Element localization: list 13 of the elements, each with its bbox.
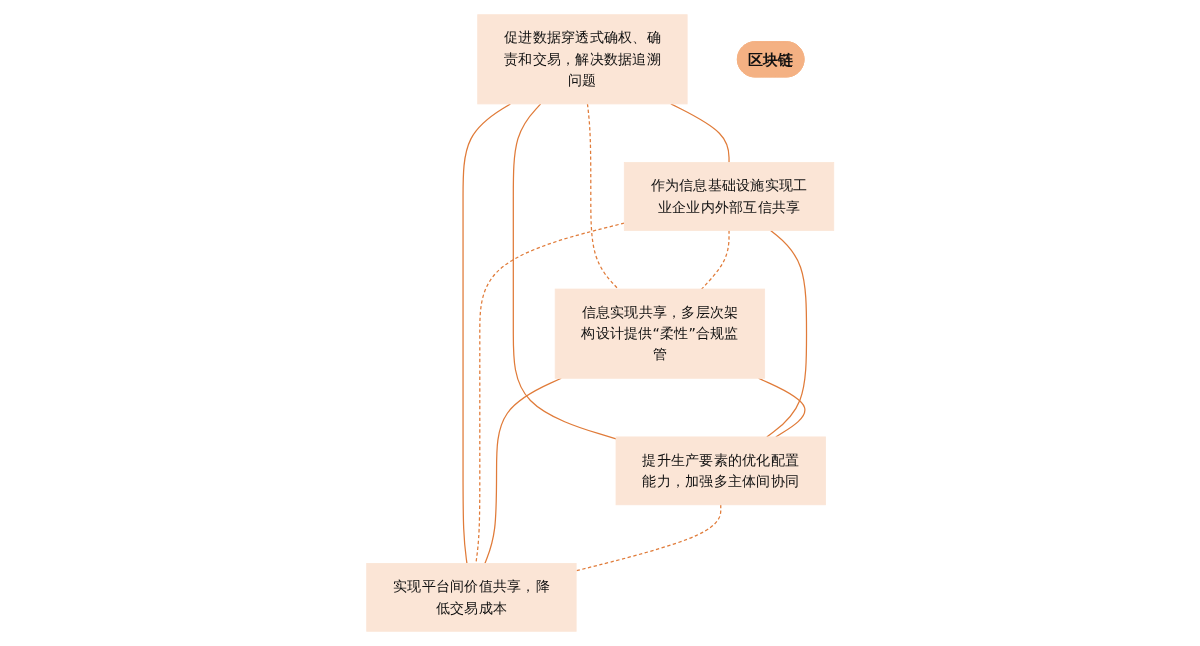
connector bbox=[484, 377, 562, 565]
connector bbox=[700, 229, 730, 290]
node-box: 作为信息基础设施实现工业企业内外部互信共享 bbox=[623, 162, 834, 231]
connector bbox=[512, 103, 617, 440]
connector bbox=[462, 103, 511, 565]
connector bbox=[586, 103, 619, 290]
connector bbox=[670, 103, 730, 164]
node-box: 促进数据穿透式确权、确责和交易，解决数据追溯问题 bbox=[477, 14, 688, 105]
node-box: 实现平台间价值共享，降低交易成本 bbox=[366, 563, 577, 632]
node-box: 信息实现共享，多层次架构设计提供“柔性”合规监管 bbox=[554, 288, 765, 379]
node-box: 提升生产要素的优化配置能力，加强多主体间协同 bbox=[615, 436, 826, 506]
connector bbox=[765, 229, 807, 438]
connector bbox=[475, 222, 625, 565]
